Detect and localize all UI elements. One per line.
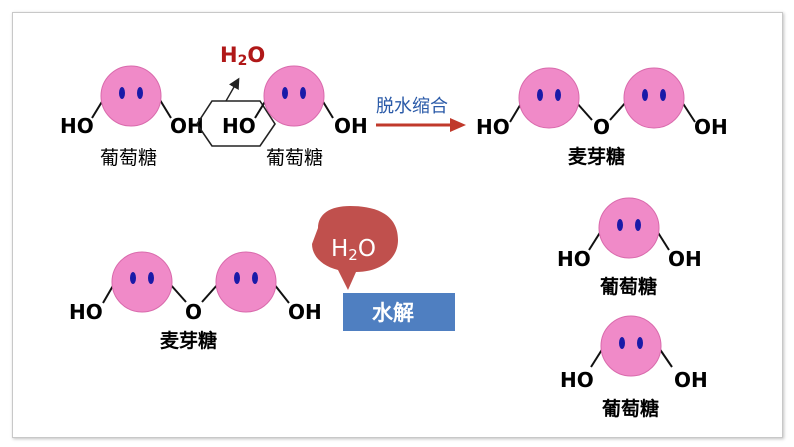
dehydration-label: 脱水缩合 (376, 96, 448, 117)
maltose-molecule-bottom (102, 251, 290, 313)
glucose-label-2: 葡萄糖 (266, 147, 323, 169)
oh-label: OH (288, 300, 322, 324)
oh-label: OH (694, 115, 728, 139)
maltose-molecule-top (509, 67, 696, 129)
ho-label: HO (557, 247, 591, 271)
ho-label: HO (222, 114, 256, 138)
ho-label: HO (560, 368, 594, 392)
glucose-molecule-product-1 (588, 197, 670, 259)
glucose-label-product-1: 葡萄糖 (600, 275, 657, 298)
o-bridge-label: O (593, 115, 610, 139)
water-label-top: H2O (220, 43, 265, 69)
oh-label: OH (674, 368, 708, 392)
water-speech-bubble (312, 206, 398, 290)
water-label-bubble: H2O (331, 236, 376, 264)
ho-label: HO (69, 300, 103, 324)
glucose-label-product-2: 葡萄糖 (602, 397, 659, 420)
maltose-label-bottom: 麦芽糖 (160, 329, 217, 352)
glucose-molecule-product-2 (590, 315, 673, 377)
water-removal-hexagon (196, 100, 276, 147)
maltose-label-top: 麦芽糖 (568, 145, 625, 168)
glucose-label-1: 葡萄糖 (100, 147, 157, 169)
dehydration-arrowhead (450, 118, 466, 132)
glucose-molecule-1 (91, 65, 172, 127)
ho-label: HO (476, 115, 510, 139)
ho-label: HO (60, 114, 94, 138)
hydrolysis-label: 水解 (372, 301, 414, 325)
glucose-molecule-2 (254, 65, 334, 127)
oh-label: OH (334, 114, 368, 138)
oh-label: OH (668, 247, 702, 271)
hydrolysis-box (343, 293, 455, 331)
o-bridge-label: O (185, 300, 202, 324)
water-pointer-arrow (225, 77, 240, 102)
